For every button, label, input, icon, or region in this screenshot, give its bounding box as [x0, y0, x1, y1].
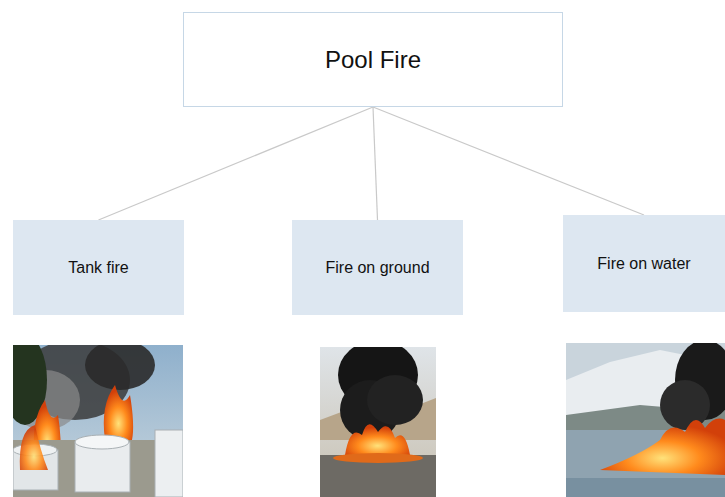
flame: [20, 425, 48, 470]
connector-line: [373, 107, 378, 220]
tank-fire-photo: [13, 345, 183, 497]
node-label: Fire on water: [597, 255, 690, 273]
flame: [345, 424, 410, 455]
node-label: Fire on ground: [325, 259, 429, 277]
water-fire-photo: [566, 343, 725, 497]
tank-roof: [75, 435, 129, 449]
category-box: Fire on ground: [292, 220, 463, 315]
node-label: Tank fire: [68, 259, 128, 277]
connector-line: [99, 107, 374, 220]
tree-connector: [373, 107, 644, 215]
water: [566, 478, 725, 497]
flame: [104, 385, 133, 440]
node-label: Pool Fire: [325, 46, 421, 74]
category-box: Tank fire: [13, 220, 184, 315]
category-box: Fire on water: [563, 215, 725, 312]
tree-connector: [99, 107, 374, 220]
smoke: [85, 345, 155, 390]
tank: [155, 430, 183, 497]
smoke: [367, 375, 423, 425]
flame: [600, 419, 725, 475]
smoke: [660, 380, 710, 430]
tank: [75, 442, 130, 492]
ground-fire-photo: [320, 347, 436, 497]
root-box: Pool Fire: [183, 12, 563, 107]
burning-ring: [333, 453, 423, 463]
connector-line: [373, 107, 644, 215]
tree-connector: [373, 107, 378, 220]
